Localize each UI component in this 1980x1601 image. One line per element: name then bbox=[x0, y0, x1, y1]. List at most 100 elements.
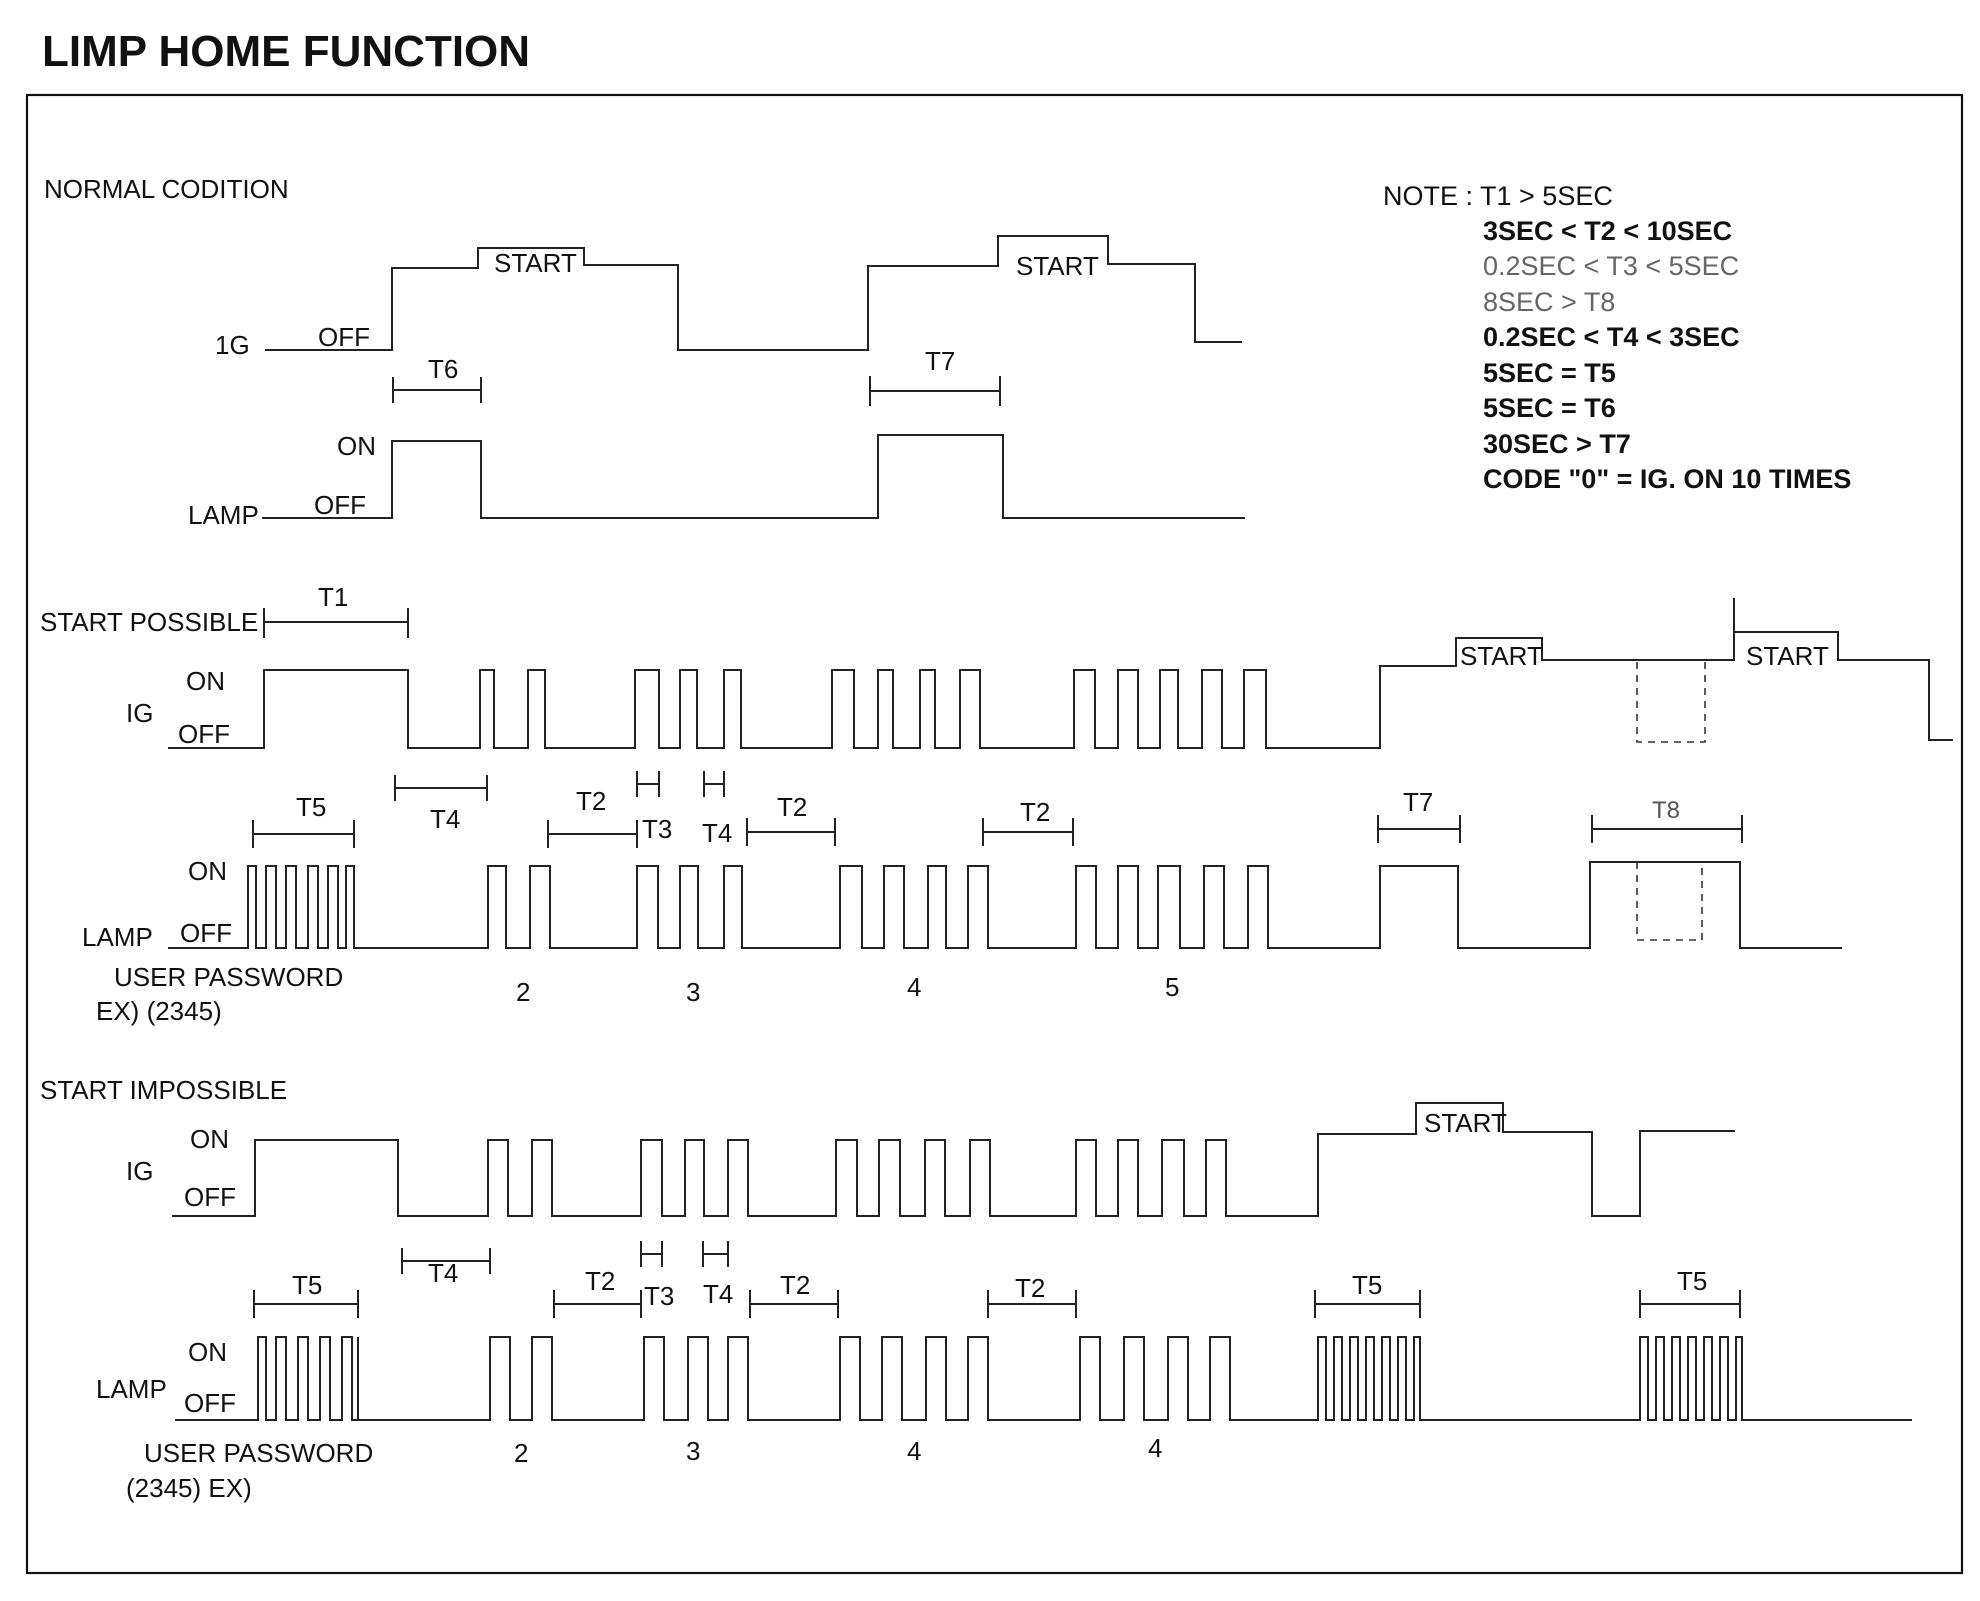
ig-possible-on-label: ON bbox=[186, 666, 225, 696]
note-line-3: 8SEC > T8 bbox=[1483, 287, 1615, 317]
t4-dimension-impossible-1 bbox=[401, 1248, 491, 1274]
t4-dimension-impossible-2 bbox=[702, 1241, 729, 1267]
note-line-7: 30SEC > T7 bbox=[1483, 429, 1631, 459]
t2-dimension-impossible-3 bbox=[987, 1290, 1077, 1318]
t2-label-impossible-3: T2 bbox=[1015, 1273, 1045, 1303]
lamp-possible-label: LAMP bbox=[82, 922, 153, 952]
t7-label-possible: T7 bbox=[1403, 787, 1433, 817]
ig-impossible-on-label: ON bbox=[190, 1124, 229, 1154]
t2-dimension-impossible-1 bbox=[553, 1290, 642, 1318]
ig-normal-off-label: OFF bbox=[318, 322, 370, 352]
ig-impossible-off-label: OFF bbox=[184, 1182, 236, 1212]
lamp-impossible-on-label: ON bbox=[188, 1337, 227, 1367]
ig-possible-start-2: START bbox=[1746, 641, 1829, 671]
ig-possible-dashed-pulse bbox=[1636, 662, 1706, 743]
t4-label-possible-2: T4 bbox=[702, 818, 732, 848]
t3-dimension-possible bbox=[636, 771, 660, 797]
t5-dimension-impossible-1 bbox=[253, 1290, 359, 1318]
lamp-possible-waveform bbox=[168, 861, 1842, 949]
ig-normal-label: 1G bbox=[215, 330, 250, 360]
t8-dimension-possible bbox=[1591, 815, 1743, 843]
t4-label-impossible-1: T4 bbox=[428, 1258, 458, 1288]
t5-label-impossible-3: T5 bbox=[1677, 1266, 1707, 1296]
lamp-normal-off-label: OFF bbox=[314, 490, 366, 520]
ig-possible-off-label: OFF bbox=[178, 719, 230, 749]
ig-impossible-label: IG bbox=[126, 1156, 153, 1186]
t2-label-possible-2: T2 bbox=[777, 792, 807, 822]
t3-label-impossible: T3 bbox=[644, 1281, 674, 1311]
password-impossible-line2: (2345) EX) bbox=[126, 1473, 252, 1503]
note-line-8: CODE "0" = IG. ON 10 TIMES bbox=[1483, 464, 1851, 494]
t4-dimension-possible-2 bbox=[703, 771, 725, 797]
lamp-possible-on-label: ON bbox=[188, 856, 227, 886]
t4-label-possible-1: T4 bbox=[430, 804, 460, 834]
digit-possible-3: 4 bbox=[907, 972, 921, 1002]
password-possible-line1: USER PASSWORD bbox=[114, 962, 343, 992]
ig-normal-waveform bbox=[265, 235, 1242, 351]
ig-impossible-waveform bbox=[172, 1102, 1735, 1217]
lamp-impossible-label: LAMP bbox=[96, 1374, 167, 1404]
t3-dimension-impossible bbox=[640, 1241, 663, 1267]
lamp-impossible-off-label: OFF bbox=[184, 1388, 236, 1418]
t1-label: T1 bbox=[318, 582, 348, 612]
password-possible-line2: EX) (2345) bbox=[96, 996, 222, 1026]
t2-label-impossible-1: T2 bbox=[585, 1266, 615, 1296]
ig-possible-label: IG bbox=[126, 698, 153, 728]
lamp-normal-on-label: ON bbox=[337, 431, 376, 461]
digit-possible-4: 5 bbox=[1165, 972, 1179, 1002]
lamp-impossible-waveform bbox=[175, 1336, 1912, 1421]
t4-label-impossible-2: T4 bbox=[703, 1279, 733, 1309]
note-line-1: 3SEC < T2 < 10SEC bbox=[1483, 216, 1732, 246]
page-title: LIMP HOME FUNCTION bbox=[42, 27, 530, 76]
digit-impossible-2: 3 bbox=[686, 1436, 700, 1466]
t1-dimension bbox=[263, 608, 409, 638]
t7-dimension-normal bbox=[869, 376, 1001, 406]
t5-dimension-impossible-2 bbox=[1314, 1290, 1421, 1318]
t2-label-possible-1: T2 bbox=[576, 786, 606, 816]
t5-label-impossible-2: T5 bbox=[1352, 1270, 1382, 1300]
note-line-2: 0.2SEC < T3 < 5SEC bbox=[1483, 251, 1739, 281]
lamp-normal-label: LAMP bbox=[188, 500, 259, 530]
section-normal-label: NORMAL CODITION bbox=[44, 174, 289, 204]
note-head: NOTE : T1 > 5SEC bbox=[1383, 181, 1613, 211]
t7-label-normal: T7 bbox=[925, 346, 955, 376]
password-impossible-line1: USER PASSWORD bbox=[144, 1438, 373, 1468]
t3-label-possible: T3 bbox=[642, 814, 672, 844]
digit-impossible-3: 4 bbox=[907, 1436, 921, 1466]
ig-possible-waveform bbox=[168, 598, 1953, 749]
note-line-4: 0.2SEC < T4 < 3SEC bbox=[1483, 322, 1740, 352]
t6-dimension bbox=[392, 377, 482, 403]
ig-normal-start-1: START bbox=[494, 248, 577, 278]
t2-label-possible-3: T2 bbox=[1020, 797, 1050, 827]
digit-impossible-4: 4 bbox=[1148, 1433, 1162, 1463]
diagram-frame bbox=[25, 93, 1964, 1575]
t2-dimension-possible-1 bbox=[547, 820, 638, 848]
note-line-6: 5SEC = T6 bbox=[1483, 393, 1616, 423]
t2-dimension-possible-3 bbox=[982, 818, 1074, 846]
t8-label-possible: T8 bbox=[1652, 797, 1680, 824]
lamp-possible-dashed-pulse bbox=[1636, 862, 1703, 941]
t5-dimension-impossible-3 bbox=[1639, 1290, 1741, 1318]
t2-dimension-impossible-2 bbox=[749, 1290, 839, 1318]
t2-label-impossible-2: T2 bbox=[780, 1270, 810, 1300]
section-start-possible-label: START POSSIBLE bbox=[40, 607, 258, 637]
t7-dimension-possible bbox=[1377, 815, 1461, 843]
lamp-normal-waveform bbox=[262, 434, 1245, 519]
lamp-possible-off-label: OFF bbox=[180, 918, 232, 948]
t5-label-possible: T5 bbox=[296, 792, 326, 822]
ig-normal-start-2: START bbox=[1016, 251, 1099, 281]
note-line-5: 5SEC = T5 bbox=[1483, 358, 1616, 388]
t5-label-impossible-1: T5 bbox=[292, 1270, 322, 1300]
digit-possible-2: 3 bbox=[686, 977, 700, 1007]
digit-impossible-1: 2 bbox=[514, 1438, 528, 1468]
t6-label: T6 bbox=[428, 354, 458, 384]
digit-possible-1: 2 bbox=[516, 977, 530, 1007]
ig-possible-start-1: START bbox=[1460, 641, 1543, 671]
t4-dimension-possible-1 bbox=[394, 775, 488, 801]
t5-dimension-possible bbox=[252, 820, 355, 848]
t2-dimension-possible-2 bbox=[746, 818, 836, 846]
section-start-impossible-label: START IMPOSSIBLE bbox=[40, 1075, 287, 1105]
ig-impossible-start: START bbox=[1424, 1108, 1507, 1138]
